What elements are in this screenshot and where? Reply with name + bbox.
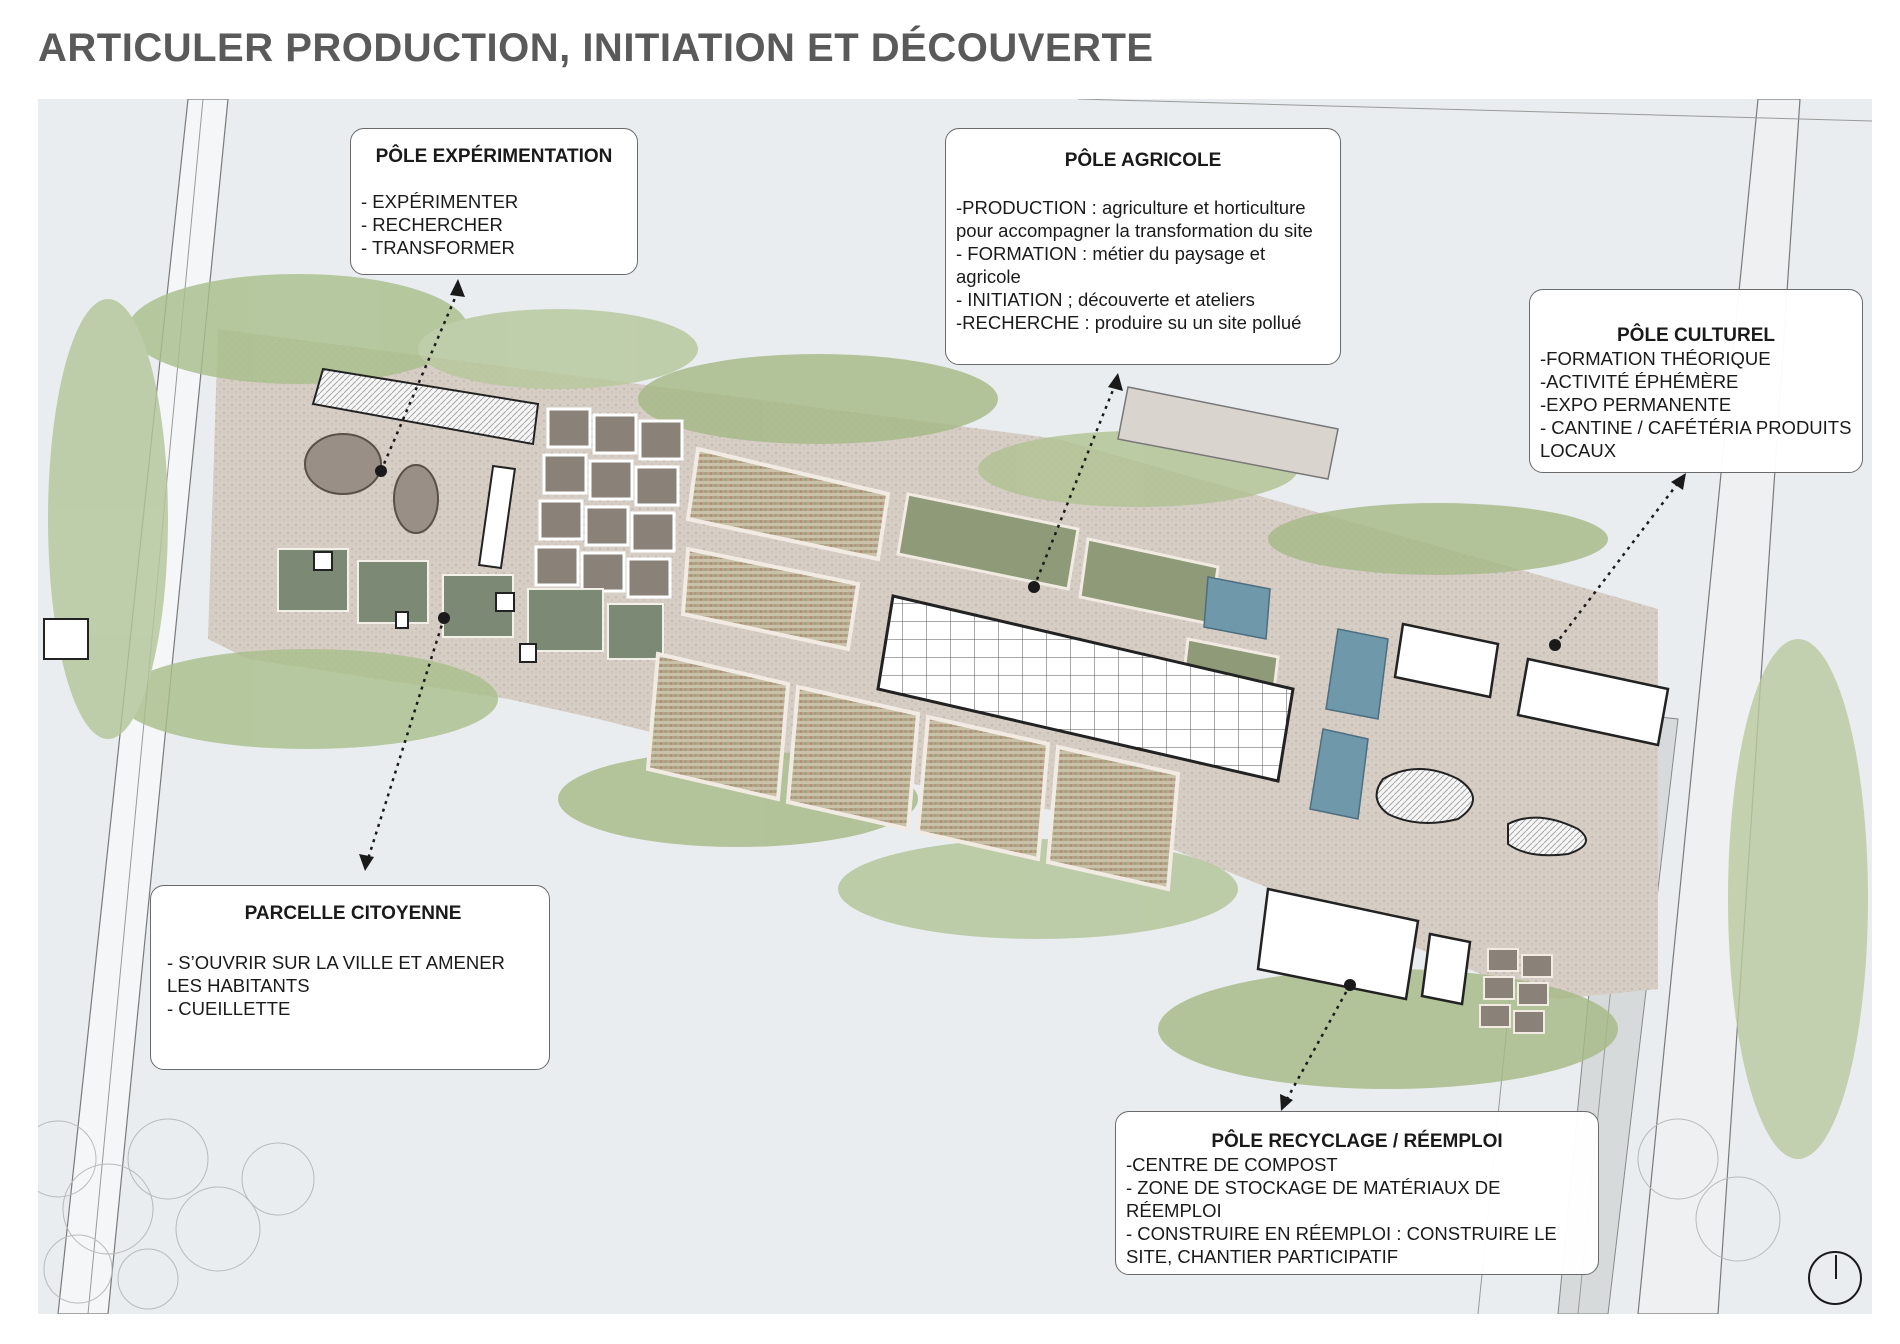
callout-pole-culturel: PÔLE CULTUREL -FORMATION THÉORIQUE -ACTI… [1529,289,1863,473]
callout-parcelle-citoyenne: PARCELLE CITOYENNE - S’OUVRIR SUR LA VIL… [150,885,550,1070]
callout-line: agricole [956,266,1021,287]
callout-line: - RECHERCHER [361,214,503,235]
callout-line: SITE, CHANTIER PARTICIPATIF [1126,1246,1399,1267]
callout-line: - CONSTRUIRE EN RÉEMPLOI : CONSTRUIRE LE [1126,1223,1557,1244]
leader-lines [366,290,1679,1100]
callout-line: LOCAUX [1540,440,1617,461]
callout-line: - EXPÉRIMENTER [361,191,519,212]
leader-dots [375,465,1561,991]
callout-heading: PÔLE EXPÉRIMENTATION [375,146,613,167]
greenhouse [876,594,1295,783]
tree-outlines [38,1118,1781,1310]
crop-beds [645,446,1181,892]
experimentation-zone [304,367,540,570]
callout-line: -EXPO PERMANENTE [1540,394,1732,415]
callout-line: - CANTINE / CAFÉTÉRIA PRODUITS [1540,417,1852,438]
callout-line: LES HABITANTS [167,975,310,996]
recycling-buildings [1256,887,1472,1006]
callout-pole-experimentation: PÔLE EXPÉRIMENTATION - EXPÉRIMENTER - RE… [350,128,638,275]
callout-line: -CENTRE DE COMPOST [1126,1154,1338,1175]
callout-pole-agricole: PÔLE AGRICOLE -PRODUCTION : agriculture … [945,128,1341,365]
callout-heading: PÔLE RECYCLAGE / RÉEMPLOI [1211,1131,1503,1152]
market-hall [1117,386,1339,480]
callout-line: pour accompagner la transformation du si… [956,220,1313,241]
callout-line: -PRODUCTION : agriculture et horticultur… [956,197,1306,218]
callout-line: -RECHERCHE : produire su un site pollué [956,312,1302,333]
citizen-plots [277,548,664,660]
callout-heading: PÔLE CULTUREL [1617,325,1775,346]
callout-line: - ZONE DE STOCKAGE DE MATÉRIAUX DE [1126,1177,1501,1198]
callout-pole-recyclage: PÔLE RECYCLAGE / RÉEMPLOI -CENTRE DE COM… [1115,1111,1599,1275]
compost-bays [1479,948,1553,1034]
callout-line: RÉEMPLOI [1126,1200,1222,1221]
callout-heading: PARCELLE CITOYENNE [244,903,462,924]
cultural-buildings [1393,622,1670,747]
callout-line: - FORMATION : métier du paysage et [956,243,1266,264]
water-basins [1203,576,1389,820]
citizen-sheds [313,551,537,663]
callout-line: - CUEILLETTE [167,998,291,1019]
callout-heading: PÔLE AGRICOLE [1064,150,1222,171]
square-plots [534,407,684,599]
north-arrow-icon [1808,1251,1862,1305]
callout-line: - S’OUVRIR SUR LA VILLE ET AMENER [167,952,505,973]
entry-pavilion [43,618,89,660]
leader-arrowheads [359,279,1686,1111]
callout-line: -FORMATION THÉORIQUE [1540,348,1771,369]
planters [1375,768,1587,857]
callout-line: - TRANSFORMER [361,237,515,258]
callout-line: -ACTIVITÉ ÉPHÉMÈRE [1540,371,1739,392]
callout-line: - INITIATION ; découverte et ateliers [956,289,1255,310]
page-title: ARTICULER PRODUCTION, INITIATION ET DÉCO… [38,26,1154,70]
